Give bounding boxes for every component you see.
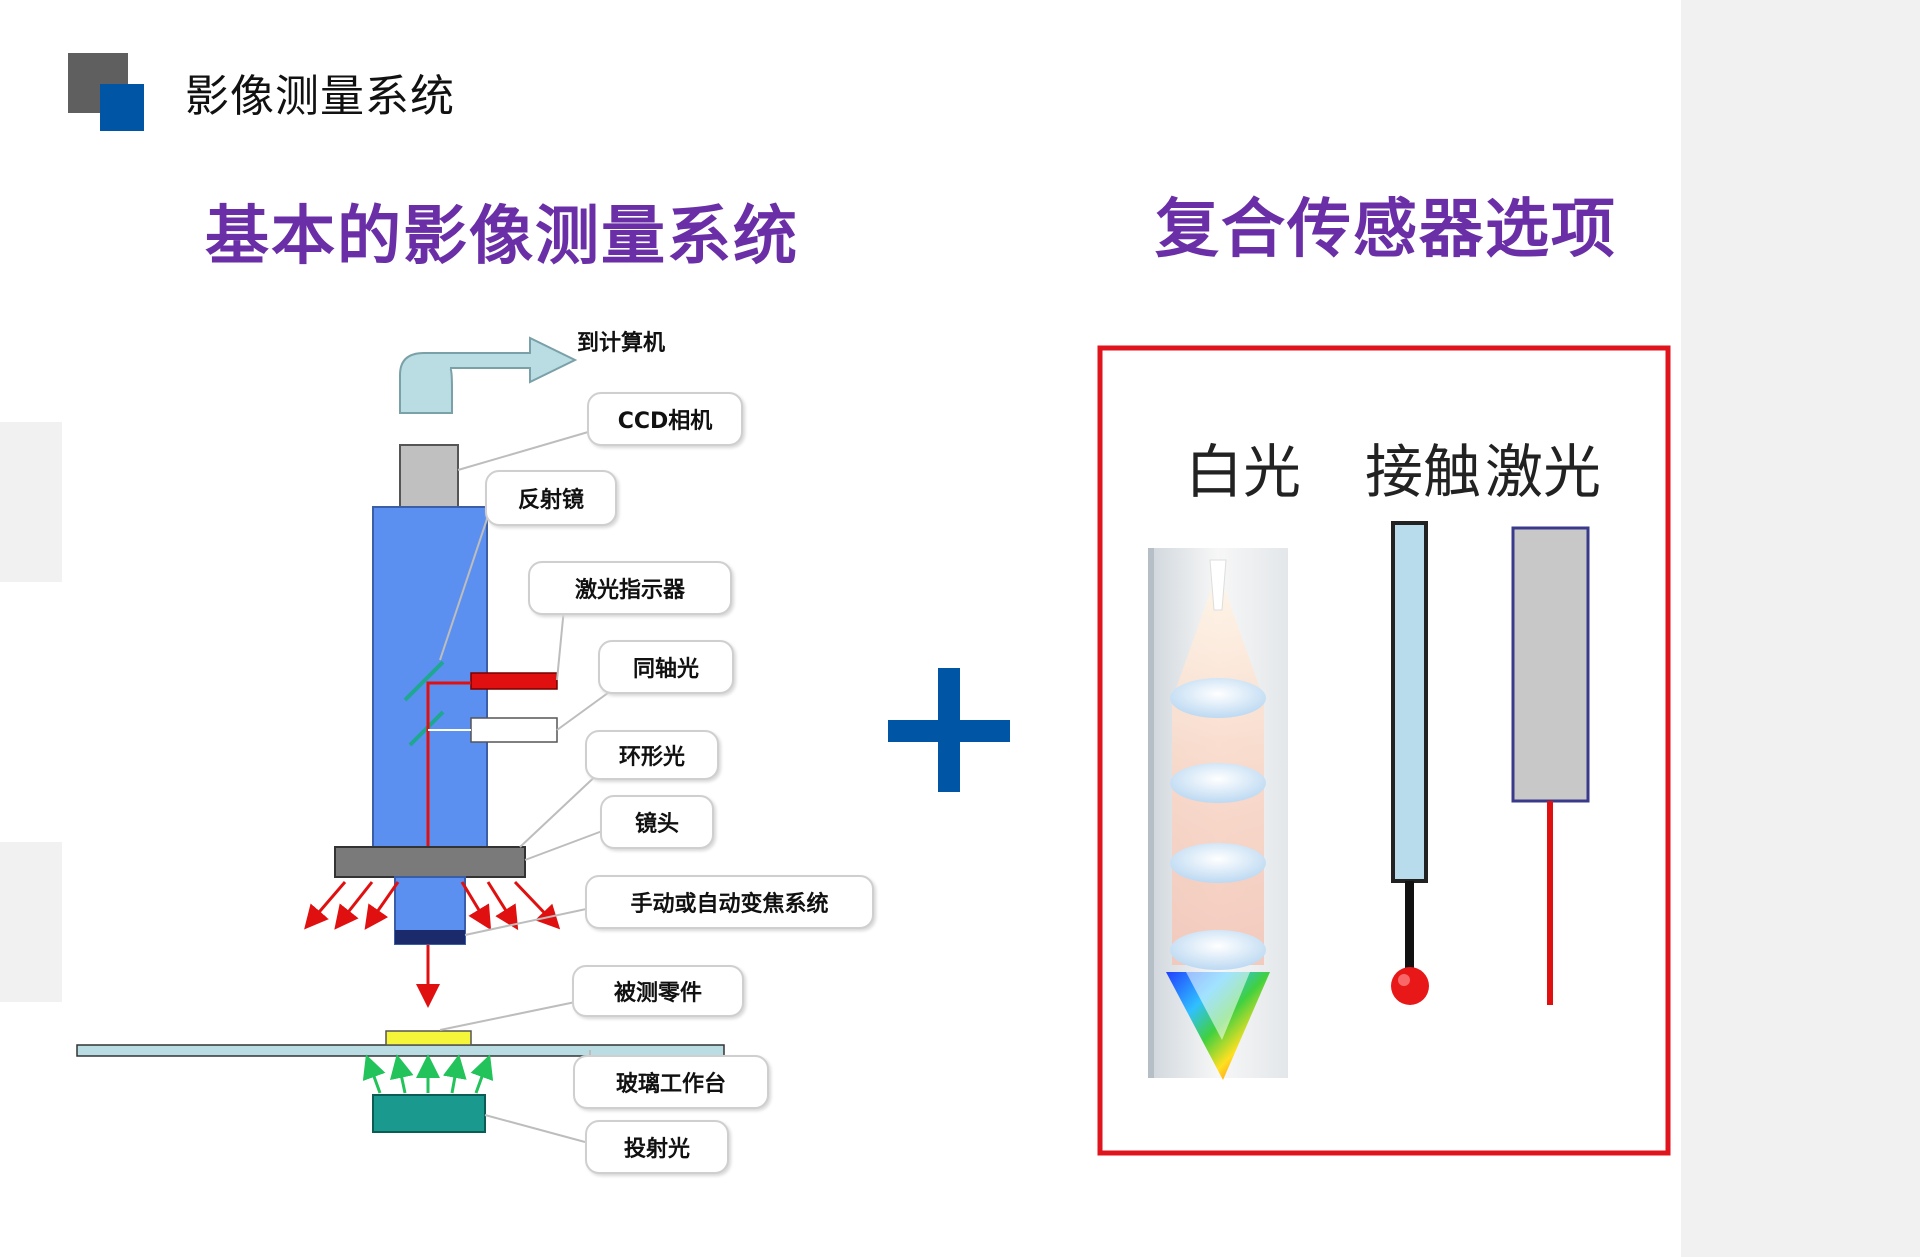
workpiece-block xyxy=(385,1030,472,1046)
side-panel-right xyxy=(1681,0,1920,1257)
callout-zoom-system: 手动或自动变焦系统 xyxy=(585,875,874,929)
ring-light-rays xyxy=(304,880,561,931)
callout-ccd-camera: CCD相机 xyxy=(587,392,743,446)
callout-mirror: 反射镜 xyxy=(485,470,617,526)
sensor-label-laser: 激光 xyxy=(1485,438,1602,506)
lens-tip xyxy=(395,930,465,944)
right-section-title: 复合传感器选项 xyxy=(1155,193,1617,267)
touch-probe-sensor xyxy=(1391,521,1429,1005)
page-header-title: 影像测量系统 xyxy=(185,71,455,122)
laser-sensor xyxy=(1511,526,1590,1005)
side-panel-left-bottom xyxy=(0,842,62,1002)
callout-glass-stage: 玻璃工作台 xyxy=(573,1055,769,1109)
callout-lens: 镜头 xyxy=(600,795,714,849)
callout-workpiece: 被测零件 xyxy=(572,965,744,1017)
callout-ring-light: 环形光 xyxy=(585,730,719,780)
sensor-label-white-light: 白光 xyxy=(1185,438,1302,506)
ring-light-plate xyxy=(334,846,526,878)
white-light-sensor xyxy=(1148,548,1288,1080)
side-panel-left-top xyxy=(0,422,62,582)
callout-laser-pointer: 激光指示器 xyxy=(528,561,732,615)
ccd-camera-box xyxy=(399,444,459,508)
to-computer-label: 到计算机 xyxy=(577,331,666,356)
callout-transmitted-light: 投射光 xyxy=(585,1120,729,1174)
transmitted-light-block xyxy=(372,1094,486,1133)
left-section-title: 基本的影像测量系统 xyxy=(205,200,799,274)
to-computer-arrow xyxy=(399,336,578,414)
plus-vertical xyxy=(938,668,960,792)
callout-coaxial-light: 同轴光 xyxy=(598,640,734,694)
sensor-label-touch: 接触 xyxy=(1365,438,1482,506)
logo-square-blue xyxy=(100,84,144,131)
transmitted-light-rays xyxy=(362,1054,494,1094)
mirror-upper xyxy=(403,660,445,702)
laser-pointer-bar xyxy=(470,672,558,690)
coaxial-light-box xyxy=(470,717,558,743)
